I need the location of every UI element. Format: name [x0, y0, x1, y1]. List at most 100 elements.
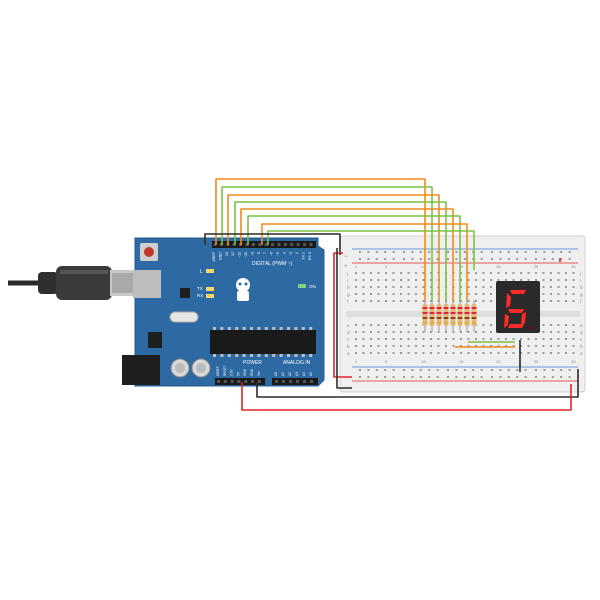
breadboard-hole[interactable] [490, 345, 492, 347]
breadboard-hole[interactable] [385, 331, 387, 333]
breadboard-hole[interactable] [565, 324, 567, 326]
rail-hole[interactable] [491, 369, 493, 371]
breadboard-hole[interactable] [482, 286, 485, 288]
breadboard-hole[interactable] [415, 338, 417, 340]
rail-hole[interactable] [480, 251, 483, 253]
breadboard-hole[interactable] [520, 272, 522, 274]
rail-hole[interactable] [535, 251, 537, 253]
breadboard-hole[interactable] [550, 272, 552, 274]
breadboard-hole[interactable] [542, 272, 545, 274]
breadboard-hole[interactable] [407, 338, 410, 340]
breadboard-hole[interactable] [400, 352, 402, 354]
rail-hole[interactable] [524, 369, 527, 371]
breadboard-hole[interactable] [430, 331, 432, 333]
rail-hole[interactable] [428, 258, 431, 260]
breadboard-hole[interactable] [400, 300, 402, 302]
breadboard-hole[interactable] [392, 331, 395, 333]
breadboard-hole[interactable] [400, 272, 402, 274]
rail-hole[interactable] [392, 376, 395, 378]
breadboard-hole[interactable] [362, 352, 365, 354]
rail-hole[interactable] [499, 376, 502, 378]
power-pin[interactable] [237, 380, 241, 383]
header-pin[interactable] [258, 243, 262, 246]
breadboard-hole[interactable] [370, 286, 372, 288]
breadboard-hole[interactable] [362, 300, 365, 302]
breadboard-hole[interactable] [475, 300, 477, 302]
breadboard-hole[interactable] [467, 293, 470, 295]
breadboard-hole[interactable] [550, 345, 552, 347]
breadboard-hole[interactable] [467, 286, 470, 288]
breadboard-hole[interactable] [475, 293, 477, 295]
rail-hole[interactable] [524, 251, 527, 253]
breadboard-hole[interactable] [407, 345, 410, 347]
breadboard-hole[interactable] [475, 286, 477, 288]
rail-hole[interactable] [463, 251, 466, 253]
breadboard-hole[interactable] [475, 345, 477, 347]
rail-hole[interactable] [436, 258, 439, 260]
rail-hole[interactable] [543, 251, 546, 253]
rail-hole[interactable] [568, 376, 571, 378]
breadboard-hole[interactable] [400, 331, 402, 333]
breadboard-hole[interactable] [497, 272, 500, 274]
breadboard-hole[interactable] [407, 286, 410, 288]
rail-hole[interactable] [491, 258, 493, 260]
breadboard-hole[interactable] [467, 300, 470, 302]
breadboard-hole[interactable] [377, 324, 380, 326]
breadboard-hole[interactable] [377, 352, 380, 354]
breadboard-hole[interactable] [497, 279, 500, 281]
rail-hole[interactable] [447, 369, 449, 371]
breadboard-hole[interactable] [550, 300, 552, 302]
breadboard-hole[interactable] [542, 331, 545, 333]
breadboard-hole[interactable] [512, 338, 515, 340]
breadboard-hole[interactable] [542, 286, 545, 288]
breadboard-hole[interactable] [400, 286, 402, 288]
analog-pin[interactable] [296, 380, 299, 383]
breadboard-hole[interactable] [430, 293, 432, 295]
rail-hole[interactable] [551, 258, 554, 260]
analog-pin[interactable] [275, 380, 278, 383]
breadboard-hole[interactable] [377, 286, 380, 288]
rail-hole[interactable] [428, 251, 431, 253]
power-pin[interactable] [244, 380, 248, 383]
breadboard-hole[interactable] [370, 279, 372, 281]
breadboard-hole[interactable] [385, 345, 387, 347]
rail-hole[interactable] [516, 369, 519, 371]
rail-hole[interactable] [436, 369, 439, 371]
breadboard-hole[interactable] [400, 279, 402, 281]
analog-pin[interactable] [303, 380, 306, 383]
rail-hole[interactable] [367, 251, 370, 253]
breadboard-hole[interactable] [557, 338, 560, 340]
breadboard-hole[interactable] [467, 272, 470, 274]
breadboard-hole[interactable] [362, 331, 365, 333]
rail-hole[interactable] [463, 376, 466, 378]
breadboard-hole[interactable] [437, 352, 440, 354]
rail-hole[interactable] [392, 251, 395, 253]
breadboard-hole[interactable] [520, 345, 522, 347]
breadboard-hole[interactable] [572, 293, 575, 295]
breadboard-hole[interactable] [482, 338, 485, 340]
rail-hole[interactable] [403, 251, 405, 253]
breadboard-hole[interactable] [490, 272, 492, 274]
breadboard-hole[interactable] [512, 279, 515, 281]
rail-hole[interactable] [384, 369, 387, 371]
breadboard-hole[interactable] [407, 293, 410, 295]
header-pin[interactable] [309, 243, 313, 246]
breadboard-hole[interactable] [355, 300, 357, 302]
breadboard-hole[interactable] [557, 345, 560, 347]
breadboard-hole[interactable] [400, 338, 402, 340]
rail-hole[interactable] [411, 251, 414, 253]
breadboard-hole[interactable] [490, 279, 492, 281]
rail-hole[interactable] [359, 258, 361, 260]
breadboard-hole[interactable] [392, 338, 395, 340]
rail-hole[interactable] [367, 369, 370, 371]
breadboard-hole[interactable] [542, 279, 545, 281]
breadboard-hole[interactable] [370, 272, 372, 274]
breadboard-hole[interactable] [542, 338, 545, 340]
breadboard-hole[interactable] [572, 331, 575, 333]
breadboard-hole[interactable] [370, 300, 372, 302]
breadboard-hole[interactable] [400, 345, 402, 347]
rail-hole[interactable] [499, 369, 502, 371]
breadboard-hole[interactable] [505, 345, 507, 347]
breadboard-hole[interactable] [497, 345, 500, 347]
breadboard-hole[interactable] [535, 279, 537, 281]
